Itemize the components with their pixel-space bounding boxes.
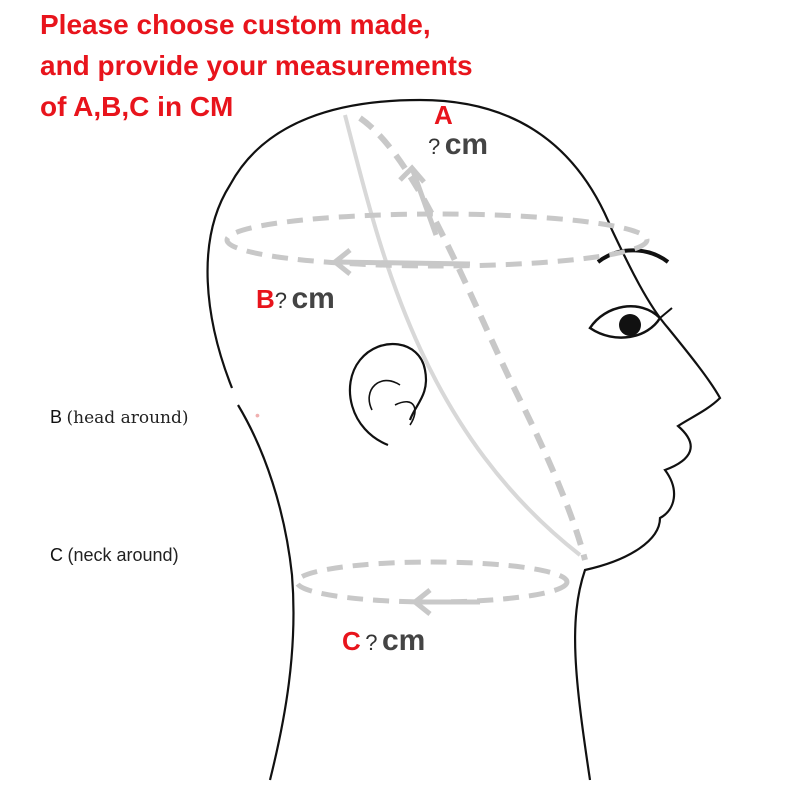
side-label-c-key: C [50,545,63,565]
side-label-b-desc: (head around) [66,408,189,428]
guide-c-arrow [410,588,480,616]
measure-c-letter: C [342,626,361,656]
measure-c-question: ? [365,630,378,655]
measure-c-unit: cm [381,624,426,657]
back-neck-outline [237,404,295,781]
guide-a-arc [358,115,588,561]
measure-a: ? cm [428,128,488,162]
eye-iris [619,314,641,336]
title-line-1: Please choose custom made, [40,9,431,40]
eyebrow [596,248,670,264]
side-label-c: C (neck around) [50,545,179,566]
measure-b-unit: cm [291,282,335,315]
side-label-c-desc: (neck around) [67,545,179,565]
measure-a-question: ? [428,134,441,159]
headband-arc [343,114,582,557]
measure-a-unit: cm [444,128,489,161]
measure-b-letter: B [256,284,275,314]
ear-inner [368,379,416,426]
measure-c: C ? cm [342,624,425,658]
measure-a-letter-wrap: A [434,100,453,131]
measure-a-letter: A [434,100,453,130]
side-label-b: B (head around) [50,407,189,428]
guide-a-arrow [398,164,439,236]
watermark-mark: • [255,407,260,423]
side-label-b-key: B [50,407,63,427]
guide-c-ellipse [294,559,570,605]
measure-b-question: ? [274,288,288,313]
eyelash [659,307,673,319]
title-line-3: of A,B,C in CM [40,91,234,122]
title-line-2: and provide your measurements [40,50,473,81]
head-outline [206,98,722,781]
measure-b: B? cm [256,282,335,316]
guide-b-arrow [330,248,471,276]
instruction-title: Please choose custom made, and provide y… [40,4,740,127]
ear [348,342,428,447]
